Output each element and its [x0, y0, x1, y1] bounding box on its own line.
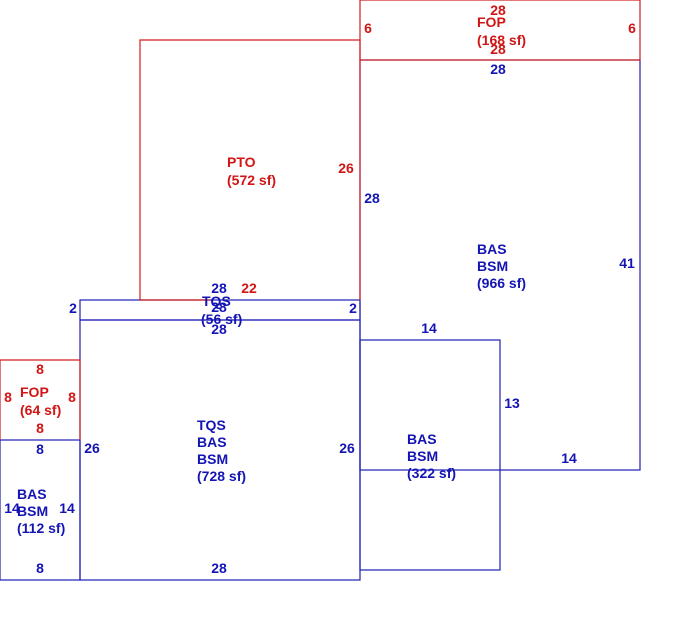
- dim-label: 8: [68, 389, 76, 405]
- fop-top-outline: [359, 0, 641, 61]
- area-code: BAS: [477, 241, 507, 257]
- dim-label: 28: [490, 41, 506, 57]
- dim-label: 28: [364, 190, 380, 206]
- dim-label: 28: [211, 560, 227, 576]
- dim-label: 26: [338, 160, 354, 176]
- main-outline: [79, 319, 361, 581]
- dim-label: 8: [36, 441, 44, 457]
- area-code: BAS: [17, 486, 47, 502]
- dim-label: 14: [4, 500, 20, 516]
- dim-label: 28: [211, 321, 227, 337]
- dim-label: 14: [59, 500, 75, 516]
- area-code: BAS: [197, 434, 227, 450]
- area-size: (112 sf): [17, 520, 65, 536]
- area-size: (572 sf): [227, 172, 276, 188]
- dim-label: 28: [490, 61, 506, 77]
- fop-left-outline: [0, 359, 81, 440]
- area-size: (966 sf): [477, 275, 526, 291]
- area-code: BSM: [407, 448, 438, 464]
- dim-label: 14: [421, 320, 437, 336]
- area-code: TQS: [197, 417, 226, 433]
- dim-label: 8: [4, 389, 12, 405]
- dim-label: 6: [364, 20, 372, 36]
- area-name: FOP: [477, 14, 506, 30]
- dim-label: 26: [339, 440, 355, 456]
- dim-label: 2: [349, 300, 357, 316]
- dim-label: 8: [36, 361, 44, 377]
- dim-label: 6: [628, 20, 636, 36]
- area-name: FOP: [20, 384, 49, 400]
- area-size: (728 sf): [197, 468, 246, 484]
- dim-label: 28: [211, 299, 227, 315]
- pto-outline: [139, 39, 361, 300]
- dim-label: 41: [619, 255, 635, 271]
- dim-label: 8: [36, 420, 44, 436]
- area-name: TQS: [202, 293, 231, 309]
- area-code: BAS: [407, 431, 437, 447]
- dim-label: 14: [561, 450, 577, 466]
- dim-label: 2: [69, 300, 77, 316]
- dim-label: 28: [211, 280, 227, 296]
- dim-label: 28: [490, 2, 506, 18]
- area-size: (64 sf): [20, 402, 61, 418]
- area-code: BSM: [477, 258, 508, 274]
- area-name: PTO: [227, 154, 256, 170]
- area-size: (168 sf): [477, 32, 526, 48]
- dim-label: 26: [84, 440, 100, 456]
- dim-label: 22: [241, 280, 257, 296]
- dim-label: 8: [36, 560, 44, 576]
- bas-left-outline: [0, 439, 81, 581]
- area-code: BSM: [17, 503, 48, 519]
- area-size: (56 sf): [201, 311, 242, 327]
- dim-label: 13: [504, 395, 520, 411]
- area-size: (322 sf): [407, 465, 456, 481]
- area-code: BSM: [197, 451, 228, 467]
